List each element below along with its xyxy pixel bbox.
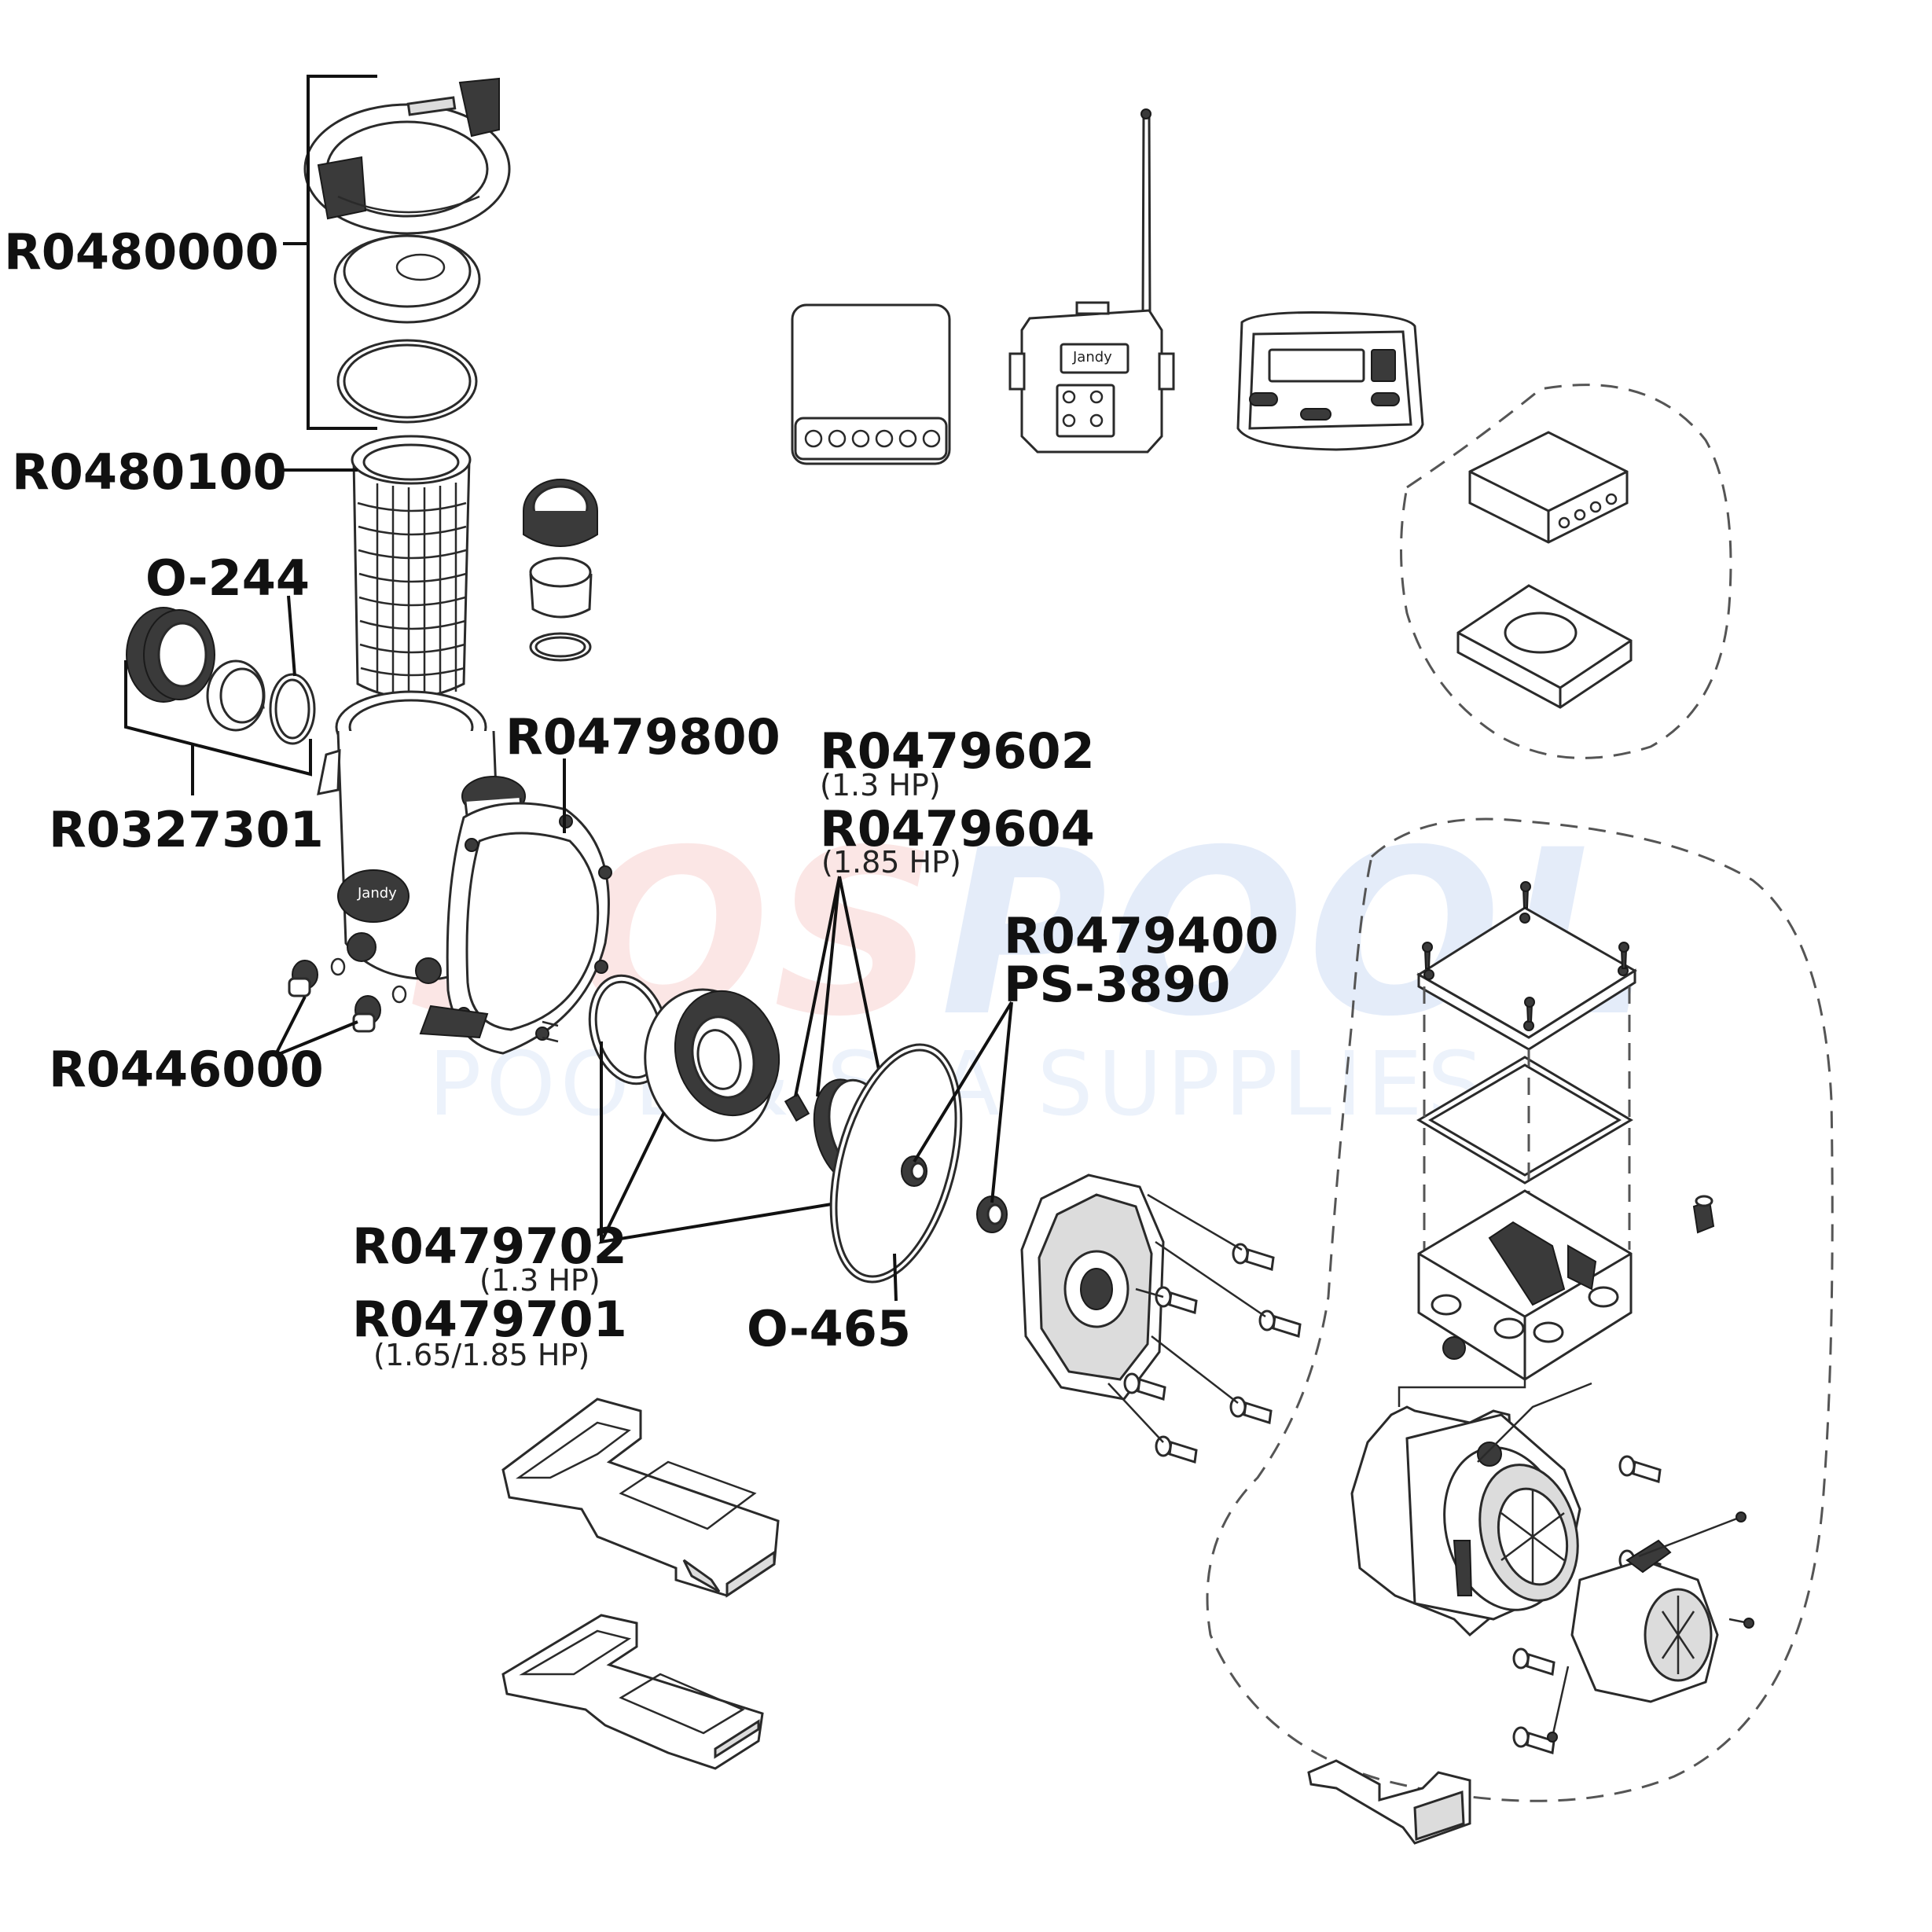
diffuser [644, 988, 781, 1142]
junction-box-plug [1442, 1336, 1466, 1360]
part-sublabel-R0479702: (1.3 HP) [479, 1263, 601, 1298]
assembly-guide-lines [1107, 1193, 1266, 1443]
lid-o-ring [336, 339, 478, 424]
part-label-R0479400: R0479400 [1004, 907, 1279, 964]
part-label-R0446000: R0446000 [49, 1041, 324, 1098]
strainer-basket [351, 435, 472, 699]
pump-base-feet [419, 1005, 489, 1039]
part-label-R0479800: R0479800 [505, 708, 781, 766]
junction-box-screws [1422, 881, 1629, 1023]
motor-rear-cover [1570, 1539, 1719, 1703]
leader-R0446000 [274, 996, 358, 1057]
transceiver-brand: Jandy [1073, 349, 1112, 365]
junction-box-gasket [1416, 1056, 1633, 1185]
remote-keypad-controller [791, 303, 951, 465]
seal-plate-o-ring [829, 1043, 963, 1284]
part-label-O-465: O-465 [747, 1300, 912, 1357]
part-label-R0479701: R0479701 [352, 1291, 627, 1348]
union-tailpiece-right [529, 556, 593, 619]
leader-O-244 [287, 595, 296, 677]
pump-base-low [501, 1614, 764, 1770]
part-label-R0480100: R0480100 [12, 443, 287, 501]
part-sublabel-R0479701: (1.65/1.85 HP) [373, 1338, 590, 1372]
drain-plugs [288, 957, 407, 1033]
housing-brand: Jandy [358, 885, 397, 902]
part-label-R0479604: R0479604 [820, 800, 1095, 858]
part-label-R0479702: R0479702 [352, 1218, 627, 1275]
part-label-R0479602: R0479602 [820, 722, 1095, 780]
lcd-control-panel [1236, 311, 1424, 451]
part-label-O-244: O-244 [145, 549, 310, 607]
bracket-R0480000 [307, 75, 377, 430]
union-o-ring-left [269, 673, 316, 745]
pump-base-tall [501, 1398, 780, 1598]
union-nut-left [126, 607, 215, 703]
part-label-R0327301: R0327301 [49, 801, 324, 858]
keypad-mount-plate [1456, 584, 1633, 709]
pump-volute-flange [446, 802, 612, 1055]
part-label-PS-3890: PS-3890 [1004, 956, 1231, 1013]
part-sublabel-R0479604: (1.85 HP) [821, 845, 961, 880]
motor-stand-bracket [1307, 1759, 1471, 1845]
wireless-transceiver [1008, 108, 1175, 454]
motor [1350, 1405, 1581, 1637]
junction-to-motor-lines [1398, 1379, 1592, 1463]
leader-R0479400-PS-3890 [913, 1001, 1013, 1203]
bonding-lug [1692, 1195, 1715, 1234]
bracket-R0327301 [124, 660, 312, 795]
union-o-ring-right [529, 632, 592, 662]
union-nut-right [523, 479, 598, 547]
lid-lock-ring [303, 77, 511, 235]
part-label-R0480000: R0480000 [4, 223, 279, 281]
seal-plate-adapter [1020, 1174, 1165, 1401]
junction-box [1417, 1189, 1633, 1381]
strainer-lid [333, 234, 481, 324]
leader-R0479602-R0479604 [794, 876, 886, 1097]
part-sublabel-R0479602: (1.3 HP) [820, 768, 941, 803]
junction-box-lid [1416, 906, 1637, 1051]
union-tailpiece-left [206, 659, 266, 732]
keypad-cover [1468, 431, 1629, 544]
motor-assembly-outline [1206, 817, 1834, 1802]
shaft-seal [901, 1155, 1008, 1233]
leader-O-465 [893, 1253, 898, 1302]
leader-R0479702 [598, 1041, 842, 1244]
